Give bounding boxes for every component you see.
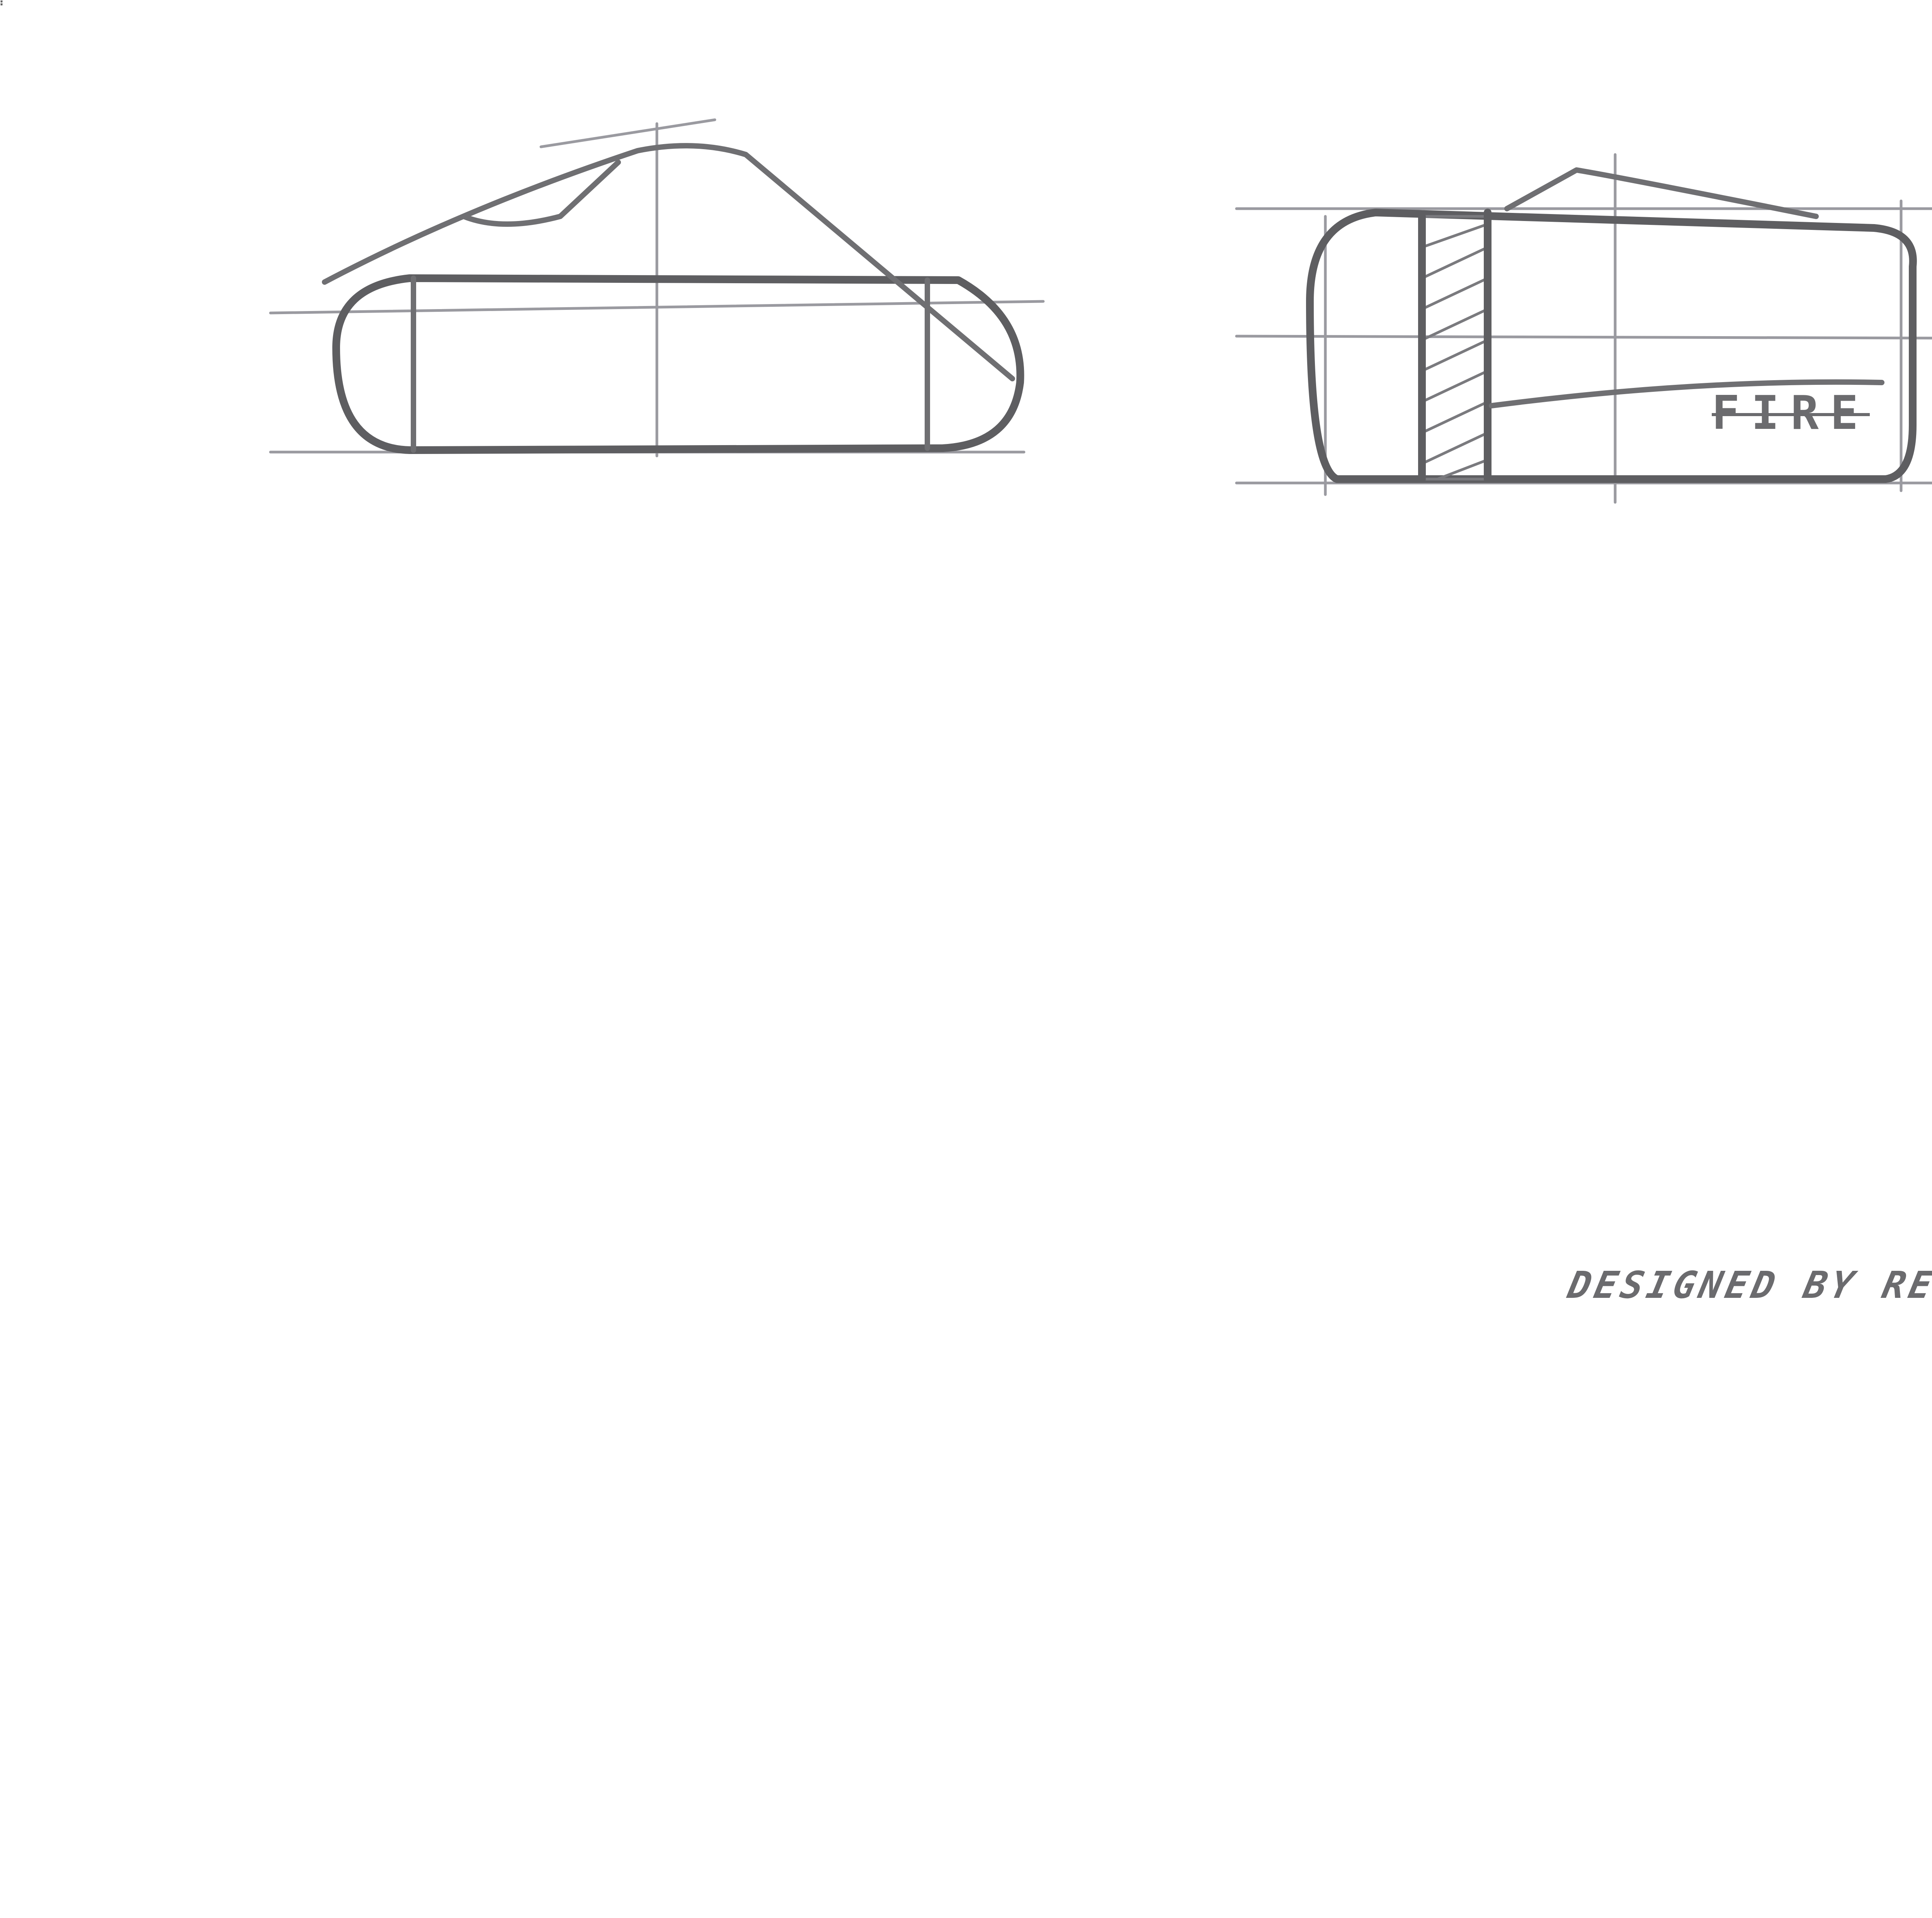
- fire-marking-label: FIRE: [1712, 386, 1870, 440]
- sketch-top-left-wedge: [269, 118, 1045, 457]
- sketch-top-center-band-body: [1235, 153, 1932, 504]
- sketch-perspective-housing: ⁑: [0, 0, 3, 7]
- designer-signature: DESIGNED BY RED KITTA.: [1564, 1263, 1932, 1307]
